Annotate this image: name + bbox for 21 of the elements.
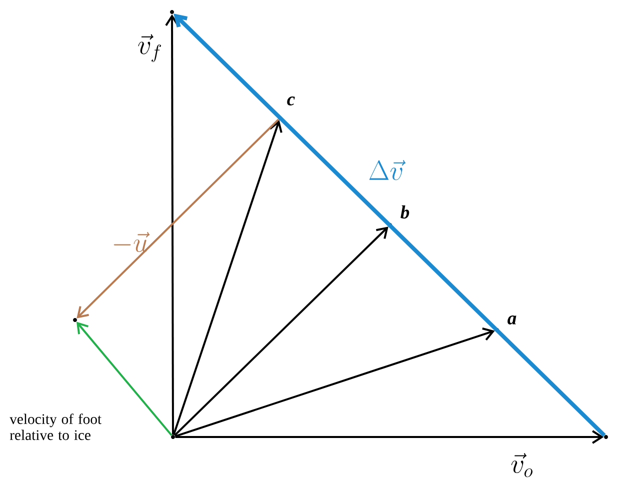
- arrow: [172, 120, 282, 436]
- point: [604, 435, 608, 439]
- arrow: [76, 322, 172, 436]
- edge-label: velocity of foot relative to ice: [10, 414, 102, 440]
- point-label: a: [508, 316, 516, 324]
- point-label: c: [287, 96, 295, 106]
- point: [170, 10, 174, 14]
- arrow: [165, 14, 179, 435]
- edge-label: $\Delta\vec{v}$: [369, 160, 406, 180]
- point: [388, 223, 392, 227]
- point: [171, 435, 175, 439]
- edge-label: $-\vec{u}$: [114, 232, 150, 252]
- arrow: [174, 14, 606, 437]
- point: [73, 318, 77, 322]
- vector-label: $\vec{v}_f$: [138, 34, 162, 62]
- arrow: [175, 430, 604, 444]
- arrow: [174, 226, 388, 436]
- arrow: [76, 118, 280, 318]
- edge-label: $\vec{v}_o$: [511, 453, 532, 478]
- point-label: b: [400, 205, 410, 219]
- arrow: [174, 328, 495, 438]
